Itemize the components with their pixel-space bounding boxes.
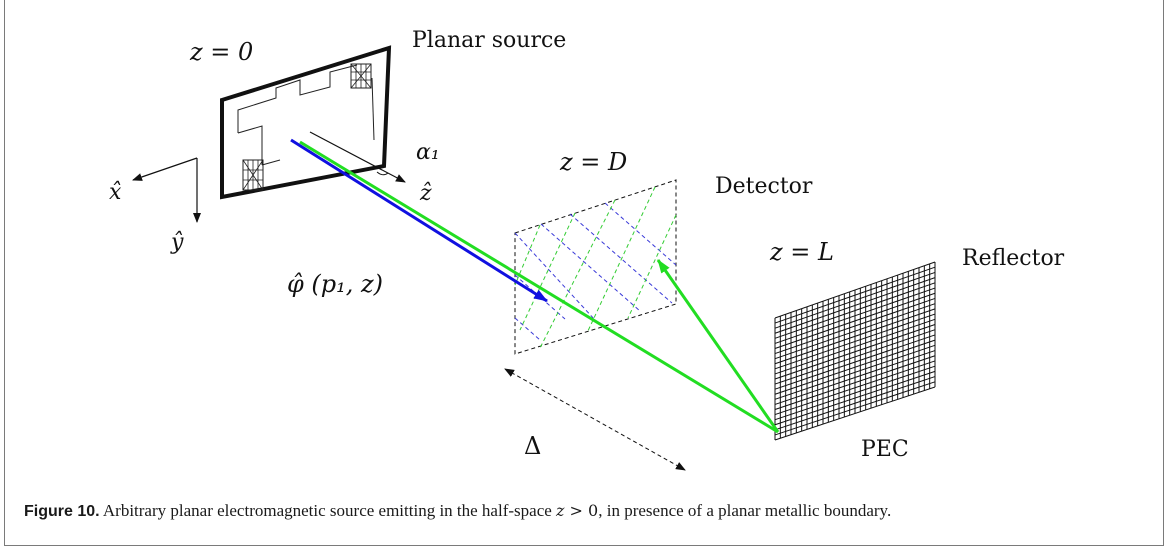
caption-text-before: Arbitrary planar electromagnetic source … [99,501,557,520]
reflector-grid-line [774,287,936,344]
reflector-plane-label: z = L [770,238,834,266]
detector-plane [514,179,677,355]
reflector-grid-line [774,292,936,349]
reflector-grid-line [774,350,936,405]
reflector-grid-line [774,303,936,360]
reflector-grid-line [774,313,936,370]
field-label: φ̂ (p₁, z) [287,270,384,298]
reflector-grid-line [774,271,936,329]
reflector-grid-line [774,355,936,410]
detector-label: Detector [715,174,813,199]
detector-plane-label: z = D [560,148,628,176]
planar-source [220,45,392,200]
axis-y-label: ŷ [171,230,184,255]
source-pad-top [350,63,372,89]
reflector-label: Reflector [962,246,1065,271]
reflector-grid-line [774,329,936,385]
reflector-grid-line [774,376,936,431]
caption-text-after: , in presence of a planar metallic bound… [598,501,892,520]
reflector-grid [774,261,936,441]
reflector-grid-line [774,324,936,380]
reflector-grid-line [774,297,936,355]
caption-math-var: z [556,501,565,520]
delta-label: Δ [524,432,542,460]
reflector-grid-line [774,344,936,400]
reflector-grid-line [774,282,936,339]
reflector-grid-line [774,370,936,426]
caption-math-rest: > 0 [564,501,599,520]
reflector-grid-line [774,261,936,319]
reflector-grid-line [774,386,936,441]
reflector-grid-line [774,266,936,324]
pec-label: PEC [861,437,909,462]
reflector-grid-line [774,277,936,334]
angle-label: α₁ [416,140,440,165]
reflector-grid-line [774,339,936,395]
rays [290,138,780,434]
reflector-grid-line [774,334,936,390]
figure-caption: Figure 10. Arbitrary planar electromagne… [24,501,1144,521]
reflector-grid-line [774,365,936,421]
reflector-grid-line [774,308,936,365]
planar-source-label: Planar source [412,28,567,53]
axes [132,131,406,223]
reflector-grid-line [774,318,936,375]
axis-x-label: x̂ [109,180,122,205]
source-pad-bottom [242,159,264,191]
axis-z-label: ẑ [420,181,432,206]
source-plane-label: z = 0 [190,38,254,66]
reflector-grid-line [774,360,936,416]
caption-label: Figure 10. [24,503,100,520]
reflector-grid-line [774,381,936,436]
